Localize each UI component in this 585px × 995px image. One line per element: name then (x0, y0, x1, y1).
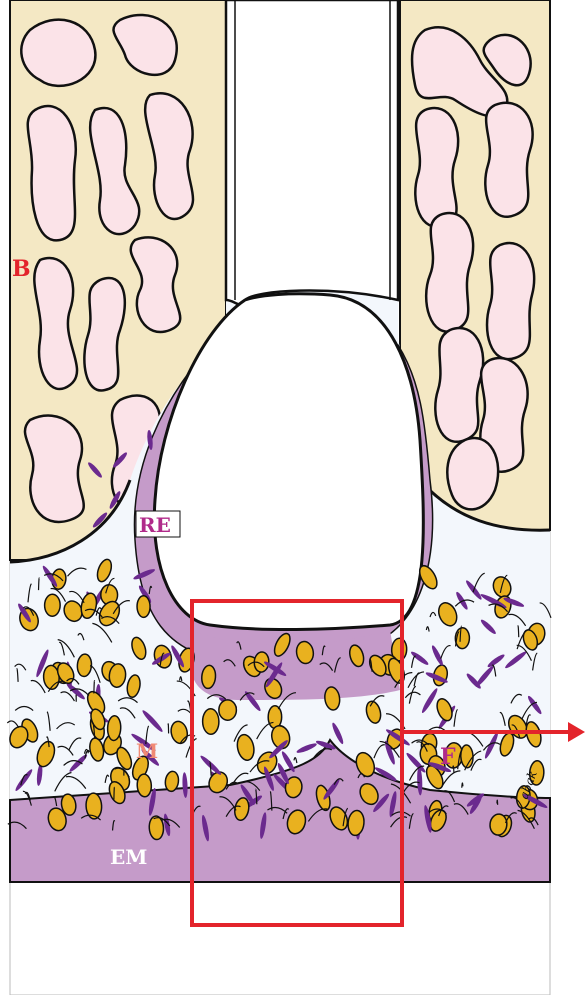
mesenchymal-cell (202, 709, 219, 735)
mesenchymal-cell (219, 700, 237, 720)
collagen-fiber (94, 681, 95, 694)
label-fibroblast: F (440, 744, 456, 770)
callout-arrowhead (568, 722, 585, 742)
collagen-fiber (114, 787, 115, 799)
label-epithelial-membrane: EM (110, 845, 147, 869)
mesenchymal-cell (107, 715, 121, 740)
label-reduced-epithelium: RE (139, 513, 171, 537)
mesenchymal-cell (44, 594, 60, 616)
mesenchymal-cell (137, 774, 152, 797)
mesenchymal-cell (137, 596, 150, 618)
label-mesenchyme: M (136, 739, 158, 763)
label-bone: B (12, 256, 31, 282)
tooth-crown (226, 0, 398, 304)
collagen-fiber (497, 800, 498, 805)
